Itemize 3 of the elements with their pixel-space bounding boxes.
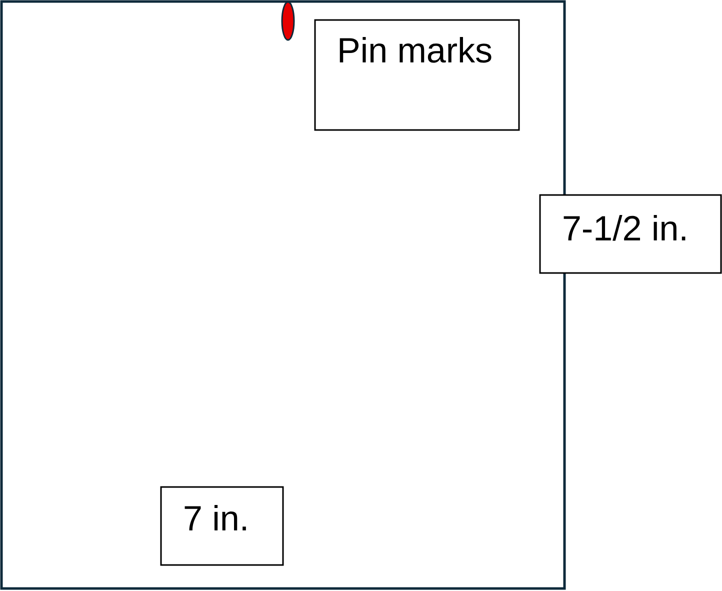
label-box: Pin marks xyxy=(314,19,520,131)
label-box: 7 in. xyxy=(160,486,284,566)
label-box: 7-1/2 in. xyxy=(539,194,722,274)
